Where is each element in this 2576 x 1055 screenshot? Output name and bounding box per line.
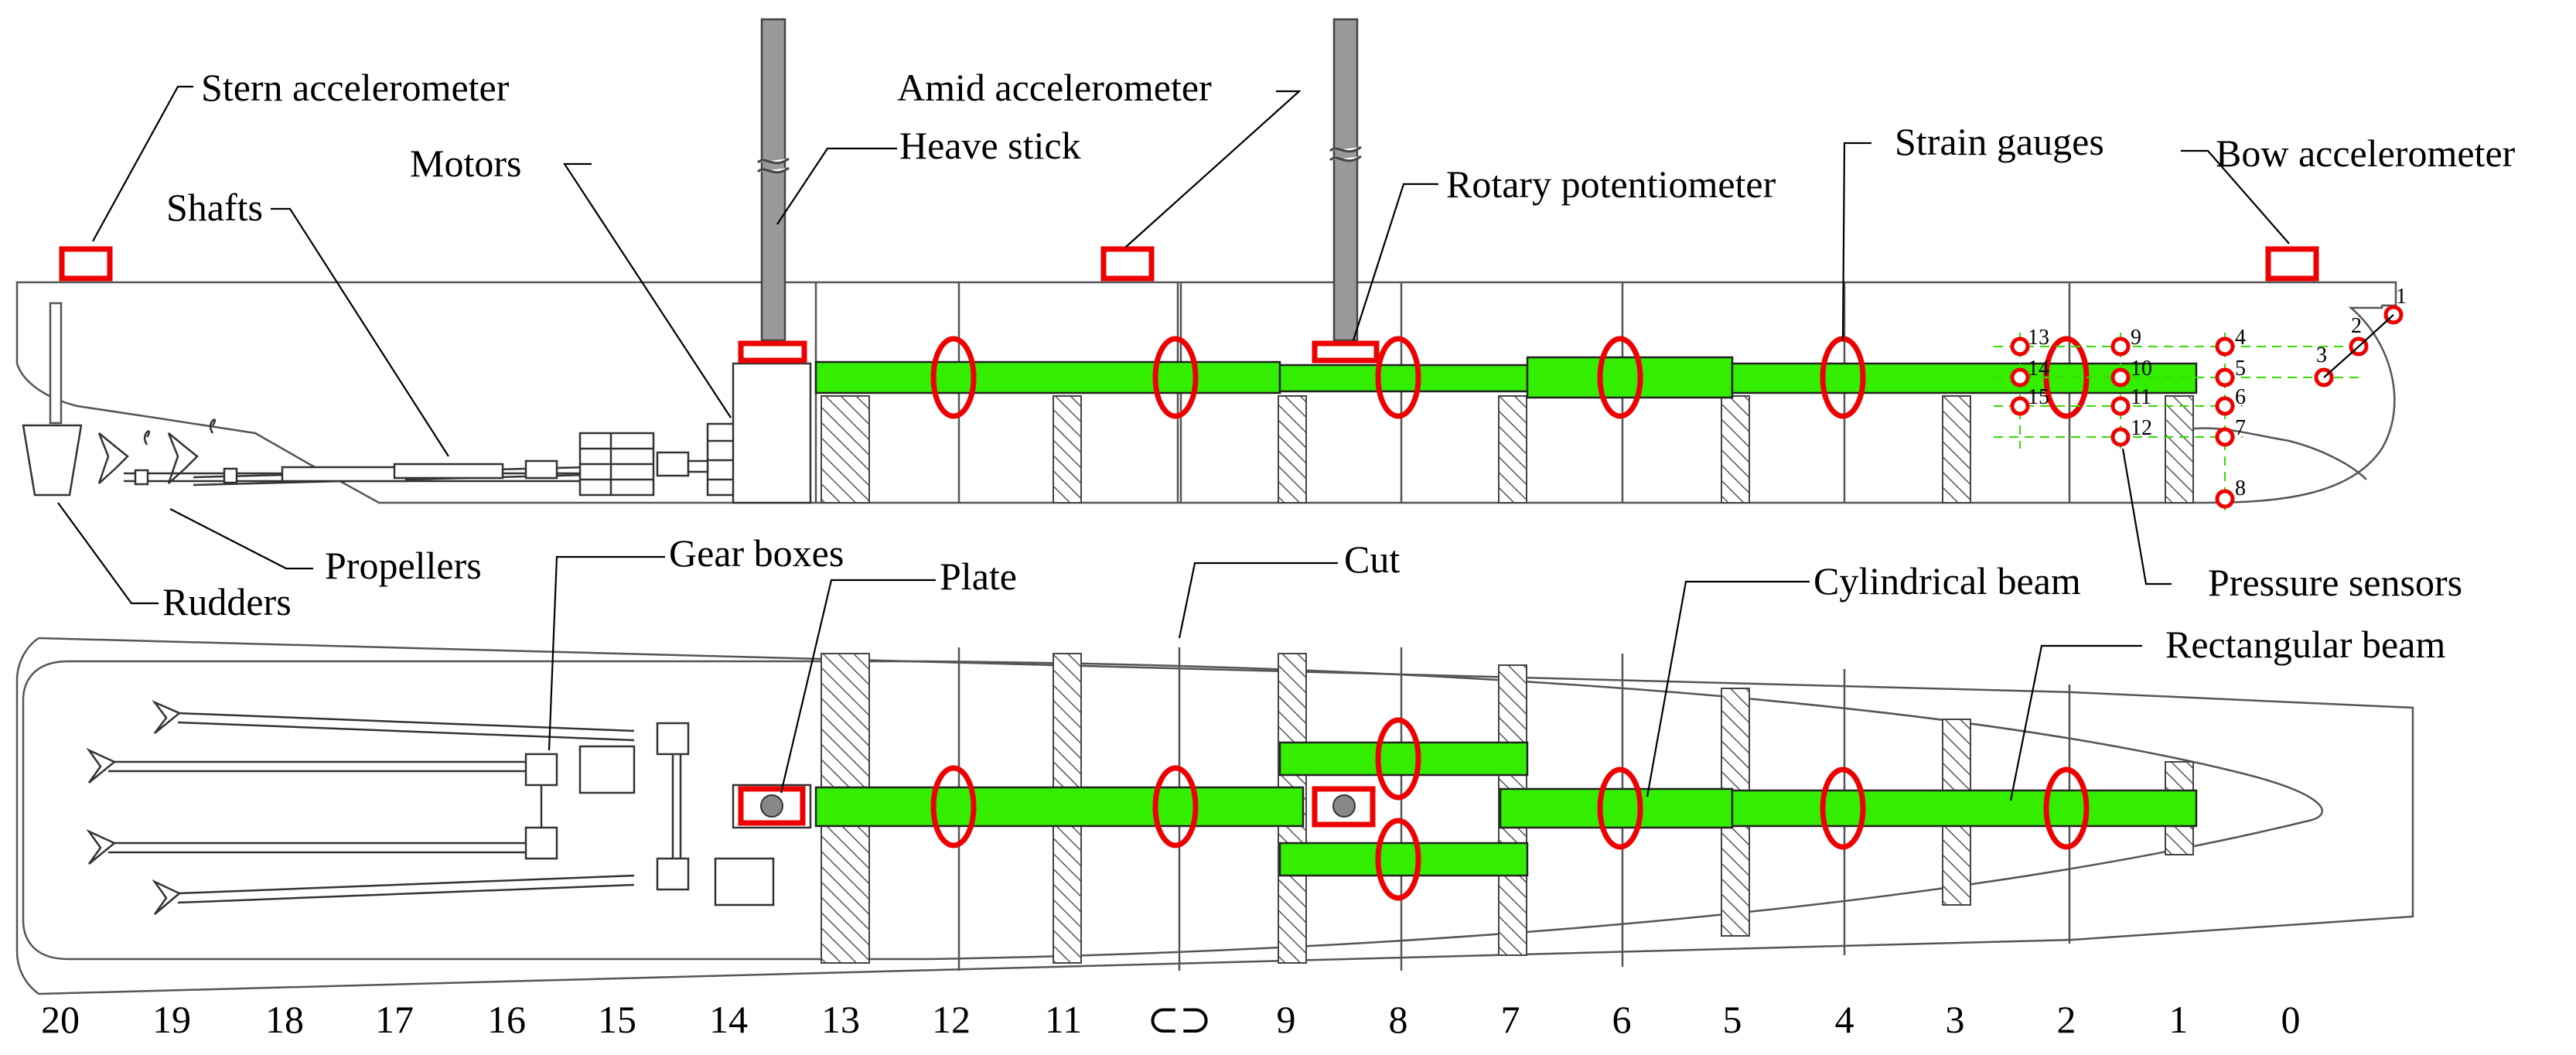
station-1: 1 <box>2169 998 2189 1041</box>
station-8: 8 <box>1389 998 1408 1041</box>
station-20: 20 <box>41 998 80 1041</box>
amid-accelerometer <box>1100 246 1155 282</box>
label-propellers: Propellers <box>325 544 482 587</box>
plate-aft-point <box>760 794 783 818</box>
sensor-number-8: 8 <box>2235 476 2246 500</box>
label-motors: Motors <box>410 142 521 185</box>
label-cut: Cut <box>1344 538 1400 581</box>
sensor-number-14: 14 <box>2028 357 2049 381</box>
labels: Stern accelerometer Amid accelerometer H… <box>162 66 2516 666</box>
leader-lines <box>57 85 2290 801</box>
label-gear-boxes: Gear boxes <box>669 531 844 575</box>
shaft-lines <box>124 459 589 487</box>
heave-sticks <box>756 18 1362 342</box>
sensor-number-10: 10 <box>2131 357 2152 381</box>
plan-shafts <box>86 699 635 915</box>
sensor-number-1: 1 <box>2396 285 2407 309</box>
station-19: 19 <box>152 998 191 1041</box>
sensor-number-7: 7 <box>2235 416 2246 440</box>
station-3: 3 <box>1946 998 1965 1041</box>
stern-accelerometer <box>59 246 113 282</box>
label-pressure-sensors: Pressure sensors <box>2208 561 2462 604</box>
station-11: 11 <box>1045 998 1082 1041</box>
rudder <box>22 424 83 497</box>
plan-backbone-beams <box>814 741 2198 877</box>
pressure-sensors <box>2010 305 2404 509</box>
sensor-number-2: 2 <box>2351 314 2362 338</box>
bow-contour <box>2165 427 2367 480</box>
sensor-number-3: 3 <box>2316 343 2327 367</box>
plan-view <box>15 637 2414 995</box>
station-17: 17 <box>375 998 414 1041</box>
station-12: 12 <box>932 998 971 1041</box>
station-0: 0 <box>2281 998 2301 1041</box>
gear-boxes <box>524 722 775 906</box>
sensor-number-6: 6 <box>2235 385 2246 409</box>
label-bow-accelerometer: Bow accelerometer <box>2216 131 2516 175</box>
plate-mid-point <box>1332 794 1356 818</box>
plan-deck-outline <box>15 637 2414 995</box>
station-15: 15 <box>598 998 636 1041</box>
side-view: 1 2 3 4 5 6 7 8 9 10 11 12 13 14 15 <box>15 18 2407 510</box>
station-16: 16 <box>487 998 526 1041</box>
station-14: 14 <box>709 998 748 1041</box>
station-9: 9 <box>1277 998 1296 1041</box>
label-heave-stick: Heave stick <box>899 124 1081 167</box>
side-backbone-beam <box>814 356 2198 399</box>
station-6: 6 <box>1612 998 1632 1041</box>
plan-strain-gauges <box>930 717 2090 901</box>
side-bulkheads <box>821 395 2194 504</box>
label-stern-accelerometer: Stern accelerometer <box>201 66 510 109</box>
sensor-number-12: 12 <box>2131 416 2152 440</box>
sensor-number-13: 13 <box>2028 326 2049 350</box>
sensor-number-11: 11 <box>2131 385 2151 409</box>
station-5: 5 <box>1723 998 1742 1041</box>
pressure-sensor-numbers: 1 2 3 4 5 6 7 8 9 10 11 12 13 14 15 <box>2028 285 2407 500</box>
label-rotary-potentiometer: Rotary potentiometer <box>1446 162 1776 206</box>
station-numbers: 20 19 18 17 16 15 14 13 12 11 ⊂⊃ 9 8 7 6… <box>41 998 2301 1041</box>
sensor-number-5: 5 <box>2235 357 2246 381</box>
station-18: 18 <box>265 998 304 1041</box>
label-strain-gauges: Strain gauges <box>1895 120 2104 163</box>
sensor-number-4: 4 <box>2235 326 2246 350</box>
rudder-stock <box>49 302 63 425</box>
label-rudders: Rudders <box>162 580 292 623</box>
station-13: 13 <box>821 998 860 1041</box>
potentiometer-aft <box>738 340 807 364</box>
label-rectangular-beam: Rectangular beam <box>2165 623 2445 666</box>
station-midship: ⊂⊃ <box>1147 998 1212 1041</box>
station-2: 2 <box>2057 998 2076 1041</box>
propeller-icons <box>97 418 217 484</box>
label-cylindrical-beam: Cylindrical beam <box>1813 559 2081 603</box>
aft-compartment-box <box>732 362 812 504</box>
rotary-potentiometer <box>1312 340 1380 364</box>
bow-accelerometer <box>2265 246 2319 282</box>
station-4: 4 <box>1835 998 1854 1041</box>
sensor-number-15: 15 <box>2028 385 2049 409</box>
label-amid-accelerometer: Amid accelerometer <box>897 66 1212 109</box>
plate-mid <box>1312 786 1376 828</box>
label-plate: Plate <box>940 555 1017 598</box>
station-7: 7 <box>1501 998 1520 1041</box>
sensor-number-9: 9 <box>2131 326 2141 350</box>
label-shafts: Shafts <box>166 186 263 229</box>
